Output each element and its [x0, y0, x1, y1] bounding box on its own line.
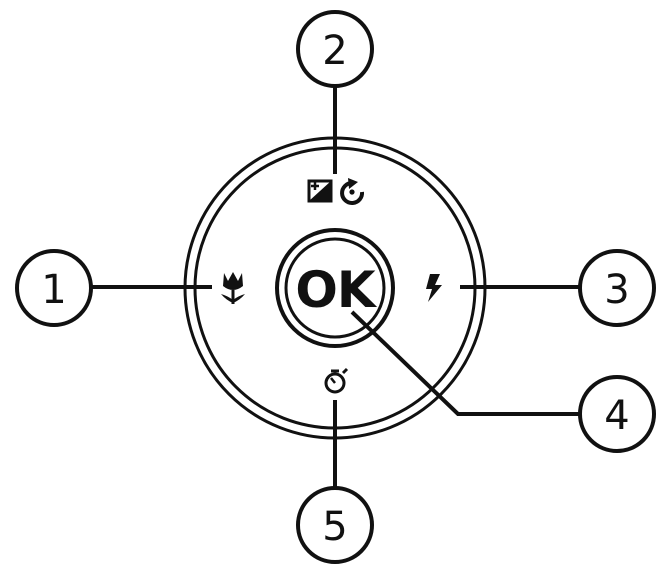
callout-3: 3	[578, 249, 656, 327]
leader-line-4	[350, 310, 582, 416]
callout-2: 2	[296, 10, 374, 88]
control-pad	[183, 136, 487, 440]
inner-ring-inner	[284, 237, 386, 339]
self-timer-button[interactable]	[324, 367, 349, 394]
outer-ring-inner	[193, 146, 477, 430]
callout-number: 2	[322, 28, 347, 74]
callout-number: 5	[322, 504, 347, 550]
callout-number: 4	[604, 393, 629, 439]
callout-1: 1	[15, 249, 93, 327]
exposure-compensation-icon	[307, 179, 333, 203]
macro-icon	[221, 272, 245, 304]
flash-button[interactable]	[426, 274, 442, 302]
callout-number: 1	[41, 267, 66, 313]
ok-button[interactable]: OK	[295, 261, 379, 319]
rotate-button[interactable]	[340, 178, 365, 205]
flash-icon	[426, 274, 442, 302]
self-timer-icon	[324, 367, 349, 394]
callout-4: 4	[578, 375, 656, 453]
macro-button[interactable]	[221, 272, 245, 304]
callout-number: 3	[604, 267, 629, 313]
exposure-compensation-button[interactable]	[307, 179, 333, 203]
rotate-icon	[340, 178, 365, 205]
callout-5: 5	[296, 486, 374, 564]
leader-lines	[92, 86, 582, 488]
inner-ring-outer	[275, 228, 395, 348]
outer-ring-outer	[183, 136, 487, 440]
ok-label: OK	[295, 261, 378, 319]
